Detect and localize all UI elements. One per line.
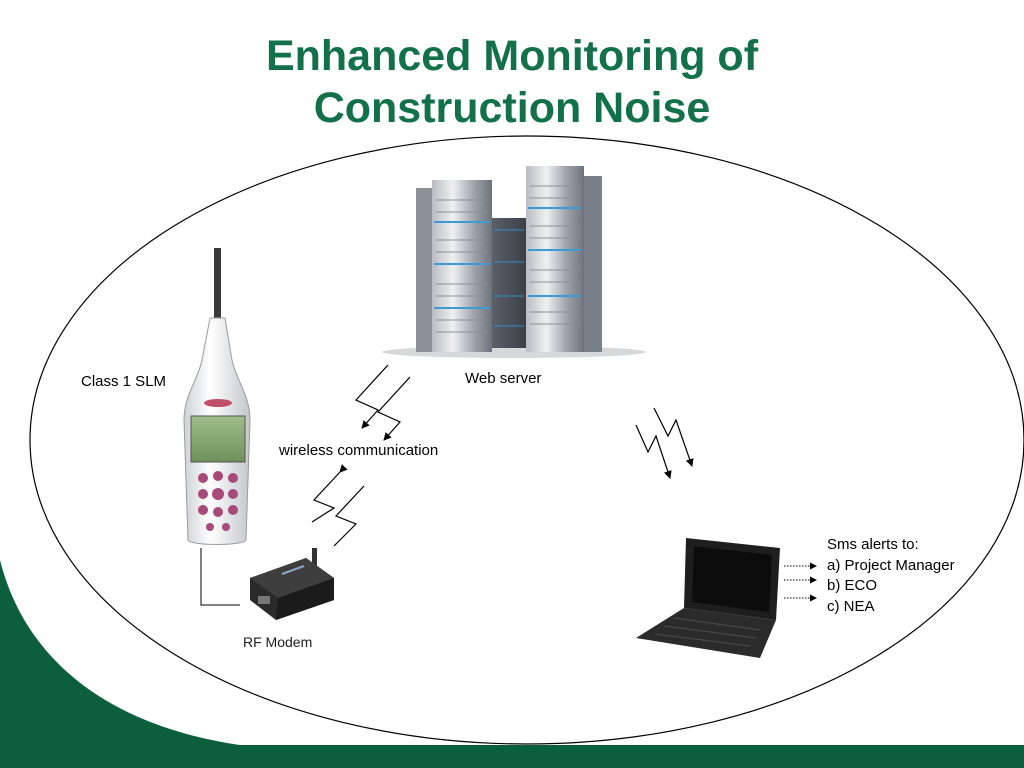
sms-arrows bbox=[784, 562, 817, 602]
rf-modem-icon bbox=[250, 548, 334, 620]
lightning-arrow-icon-3 bbox=[635, 407, 694, 479]
sms-alerts-box: Sms alerts to: a) Project Manager b) ECO… bbox=[827, 535, 955, 617]
slm-label: Class 1 SLM bbox=[81, 373, 167, 390]
server-label: Web server bbox=[465, 370, 542, 387]
lightning-arrow-icon-2 bbox=[311, 464, 365, 547]
sms-recipient: b) ECO bbox=[827, 577, 878, 594]
server-tower-icon bbox=[382, 166, 646, 358]
background-swoosh bbox=[0, 560, 1024, 768]
slm-modem-cable bbox=[200, 548, 240, 606]
laptop-icon bbox=[636, 538, 780, 658]
wireless-label: wireless communication bbox=[279, 442, 439, 459]
modem-label: RF Modem bbox=[243, 634, 313, 650]
title-line-2: Construction Noise bbox=[313, 84, 711, 132]
lightning-arrow-icon bbox=[355, 364, 411, 441]
sms-recipient: a) Project Manager bbox=[827, 556, 955, 574]
title-line-1: Enhanced Monitoring of bbox=[265, 32, 759, 80]
system-boundary-ellipse bbox=[29, 135, 1024, 745]
sms-heading: Sms alerts to: bbox=[827, 536, 919, 553]
sms-recipient: c) NEA bbox=[827, 597, 875, 615]
sound-level-meter-icon bbox=[183, 248, 251, 545]
slide-title: Enhanced Monitoring of Construction Nois… bbox=[112, 30, 912, 134]
